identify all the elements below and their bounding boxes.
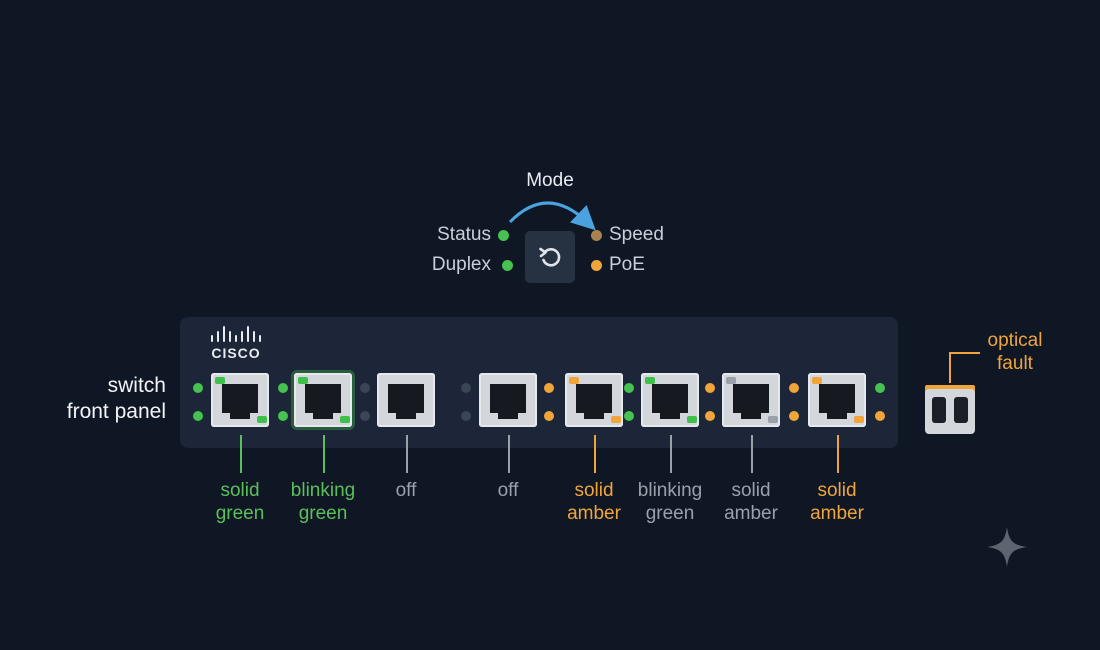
port-led-3-top xyxy=(360,383,370,393)
port-led-4-top xyxy=(461,383,471,393)
port-led-8-bottom xyxy=(789,411,799,421)
port-led-1-top xyxy=(193,383,203,393)
panel-end-led-bottom xyxy=(875,411,885,421)
port-led-4-bottom xyxy=(461,411,471,421)
port-label-2-line2: green xyxy=(298,503,348,524)
port-label-4-line1: off xyxy=(497,480,519,501)
port-led-5-top xyxy=(544,383,554,393)
port-link-indicator xyxy=(687,416,697,423)
port-led-6-bottom xyxy=(624,411,634,421)
port-led-5-bottom xyxy=(544,411,554,421)
rj45-jack-icon xyxy=(576,384,612,419)
port-label-7-line2: amber xyxy=(724,503,778,524)
ethernet-port-4[interactable] xyxy=(479,373,537,427)
speed-led xyxy=(591,230,602,241)
port-leader-line xyxy=(508,435,510,473)
mode-title: Mode xyxy=(526,170,574,191)
ethernet-port-1[interactable] xyxy=(211,373,269,427)
speed-label: Speed xyxy=(609,224,664,245)
port-label-5-line1: solid xyxy=(574,480,614,501)
rj45-jack-icon xyxy=(305,384,341,419)
rj45-jack-icon xyxy=(490,384,526,419)
status-led xyxy=(498,230,509,241)
mode-arrow xyxy=(508,201,596,231)
port-link-indicator xyxy=(611,416,621,423)
port-led-2-top xyxy=(278,383,288,393)
ethernet-port-5[interactable] xyxy=(565,373,623,427)
port-label-6-line2: green xyxy=(645,503,695,524)
poe-led xyxy=(591,260,602,271)
rj45-jack-icon xyxy=(652,384,688,419)
port-link-indicator xyxy=(768,416,778,423)
port-label-6-line1: blinking xyxy=(637,480,703,501)
port-label-7-line1: solid xyxy=(731,480,771,501)
port-leader-line xyxy=(837,435,839,473)
rj45-jack-icon xyxy=(222,384,258,419)
port-link-indicator xyxy=(645,377,655,384)
rj45-jack-icon xyxy=(388,384,424,419)
port-label-1-line2: green xyxy=(215,503,265,524)
port-leader-line xyxy=(751,435,753,473)
port-label-2-line1: blinking xyxy=(290,480,356,501)
ethernet-port-3[interactable] xyxy=(377,373,435,427)
panel-label-line1: switch xyxy=(107,374,166,397)
port-leader-line xyxy=(670,435,672,473)
port-link-indicator xyxy=(854,416,864,423)
port-link-indicator xyxy=(569,377,579,384)
port-leader-line xyxy=(323,435,325,473)
status-label: Status xyxy=(437,224,491,245)
port-led-1-bottom xyxy=(193,411,203,421)
port-link-indicator xyxy=(726,377,736,384)
port-led-2-bottom xyxy=(278,411,288,421)
panel-label-line2: front panel xyxy=(66,400,166,423)
refresh-icon xyxy=(539,247,561,267)
port-label-3-line1: off xyxy=(395,480,417,501)
port-label-8-line2: amber xyxy=(810,503,864,524)
port-led-8-top xyxy=(789,383,799,393)
rj45-jack-icon xyxy=(733,384,769,419)
port-led-3-bottom xyxy=(360,411,370,421)
port-leader-line xyxy=(594,435,596,473)
switch-front-panel xyxy=(180,317,898,448)
cisco-logo: CISCO xyxy=(211,326,261,361)
port-link-indicator xyxy=(215,377,225,384)
optical-label-line1: optical xyxy=(987,330,1043,351)
port-led-7-top xyxy=(705,383,715,393)
duplex-label: Duplex xyxy=(431,254,491,275)
port-led-6-top xyxy=(624,383,634,393)
port-led-7-bottom xyxy=(705,411,715,421)
port-leader-line xyxy=(240,435,242,473)
port-link-indicator xyxy=(298,377,308,384)
port-label-1-line1: solid xyxy=(220,480,260,501)
panel-end-led-top xyxy=(875,383,885,393)
ethernet-port-8[interactable] xyxy=(808,373,866,427)
duplex-led xyxy=(502,260,513,271)
port-link-indicator xyxy=(812,377,822,384)
svg-text:CISCO: CISCO xyxy=(211,345,260,361)
rj45-jack-icon xyxy=(819,384,855,419)
port-link-indicator xyxy=(340,416,350,423)
optical-module xyxy=(925,352,980,434)
port-link-indicator xyxy=(257,416,267,423)
ethernet-port-7[interactable] xyxy=(722,373,780,427)
optical-label-line2: fault xyxy=(997,353,1033,374)
port-label-8-line1: solid xyxy=(817,480,857,501)
sparkle-icon xyxy=(987,527,1027,567)
poe-label: PoE xyxy=(609,254,645,275)
mode-button[interactable] xyxy=(525,231,575,283)
ethernet-port-2[interactable] xyxy=(294,373,352,427)
ethernet-port-6[interactable] xyxy=(641,373,699,427)
port-label-5-line2: amber xyxy=(567,503,621,524)
port-leader-line xyxy=(406,435,408,473)
